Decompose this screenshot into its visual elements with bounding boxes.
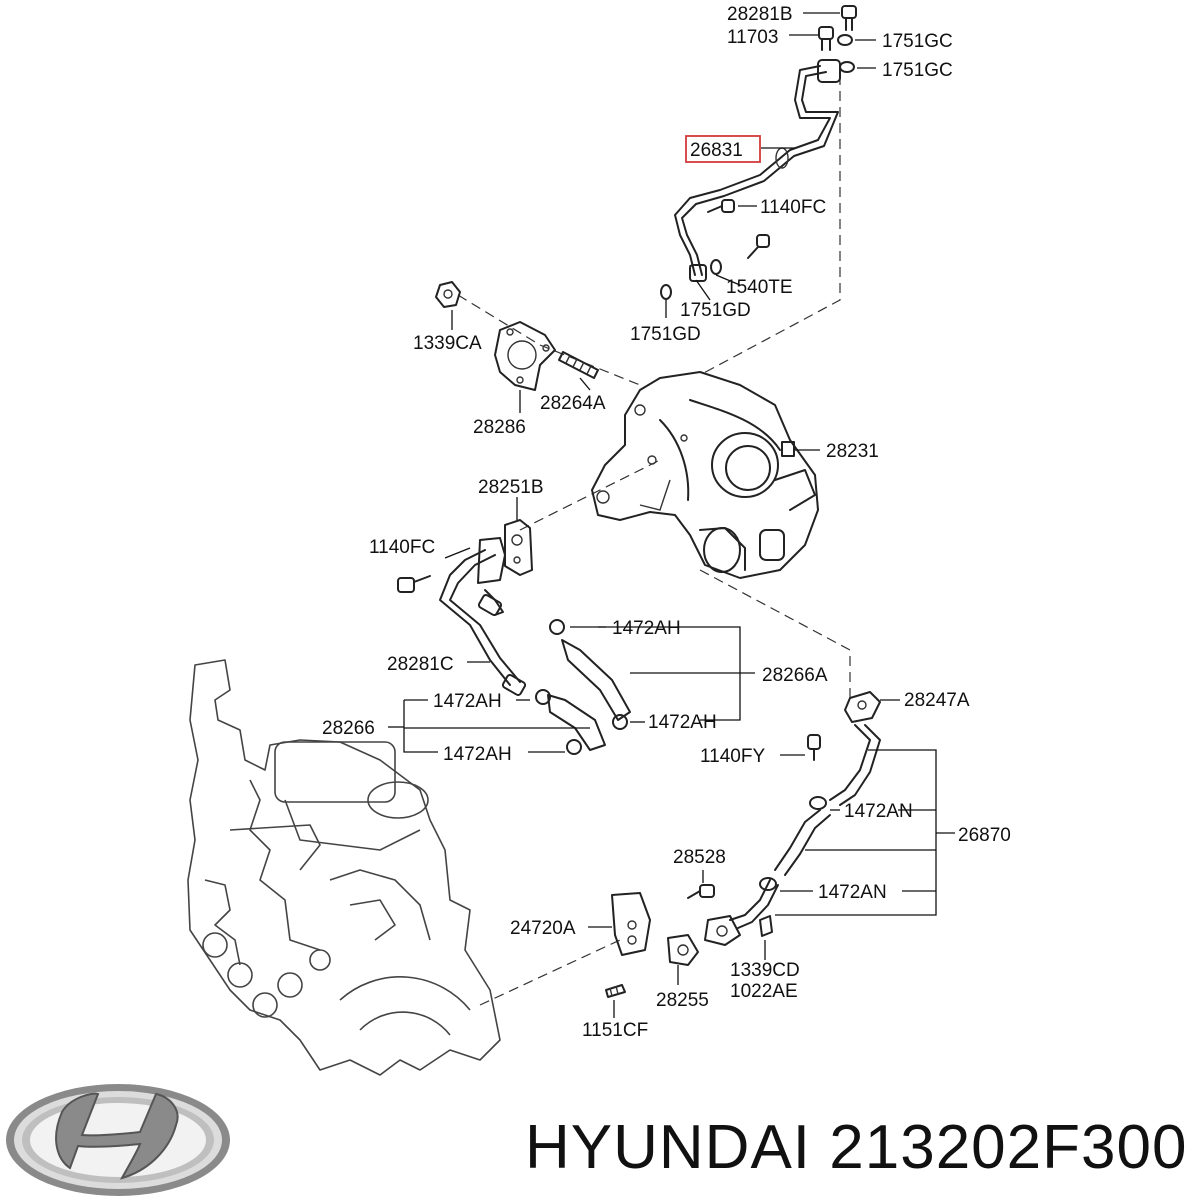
label-1540TE: 1540TE	[726, 277, 793, 298]
label-28266: 28266	[322, 718, 375, 739]
engine-block	[187, 659, 501, 1076]
label-1751GD-1: 1751GD	[680, 300, 751, 321]
leader-lines	[388, 12, 955, 1018]
label-1140FC-1: 1140FC	[760, 197, 826, 218]
turbo-flange-parts	[435, 281, 599, 391]
label-1472AH-2: 1472AH	[433, 691, 502, 712]
turbocharger	[591, 371, 819, 579]
label-28286: 28286	[473, 417, 526, 438]
label-1751GC-2: 1751GC	[882, 60, 953, 81]
label-28255: 28255	[656, 990, 709, 1011]
hyundai-logo	[6, 1084, 230, 1196]
part-labels: 28281B 11703 1751GC 1751GC 26831 1140FC …	[322, 4, 1011, 1041]
label-26831: 26831	[690, 140, 743, 161]
label-28231: 28231	[826, 441, 879, 462]
label-28266A: 28266A	[762, 665, 828, 686]
label-1140FY: 1140FY	[700, 746, 765, 767]
label-28264A: 28264A	[540, 393, 606, 414]
label-1140FC-2: 1140FC	[369, 537, 435, 558]
label-1022AE: 1022AE	[730, 981, 798, 1002]
label-28281C: 28281C	[387, 654, 454, 675]
label-1472AN-1: 1472AN	[844, 801, 913, 822]
label-1472AH-1: 1472AH	[612, 618, 681, 639]
label-24720A: 24720A	[510, 918, 576, 939]
part-number-caption: HYUNDAI 213202F300	[525, 1113, 1188, 1182]
label-1339CD: 1339CD	[730, 960, 800, 981]
label-28528: 28528	[673, 847, 726, 868]
label-1151CF: 1151CF	[582, 1020, 648, 1041]
oil-feed-pipe	[674, 59, 841, 282]
label-1472AH-4: 1472AH	[443, 744, 512, 765]
label-26870: 26870	[958, 825, 1011, 846]
label-1472AN-2: 1472AN	[818, 882, 887, 903]
label-28247A: 28247A	[904, 690, 970, 711]
label-1751GC-1: 1751GC	[882, 31, 953, 52]
label-28281B: 28281B	[727, 4, 793, 25]
top-hardware	[660, 5, 857, 300]
label-11703: 11703	[727, 27, 778, 48]
label-28251B: 28251B	[478, 477, 544, 498]
label-1472AH-3: 1472AH	[648, 712, 717, 733]
label-1339CA: 1339CA	[413, 333, 482, 354]
return-hoses	[535, 619, 631, 755]
label-1751GD-2: 1751GD	[630, 324, 701, 345]
oil-return-pipe	[397, 519, 533, 696]
coolant-pipe	[605, 691, 881, 998]
part-highlight-box	[685, 135, 761, 163]
